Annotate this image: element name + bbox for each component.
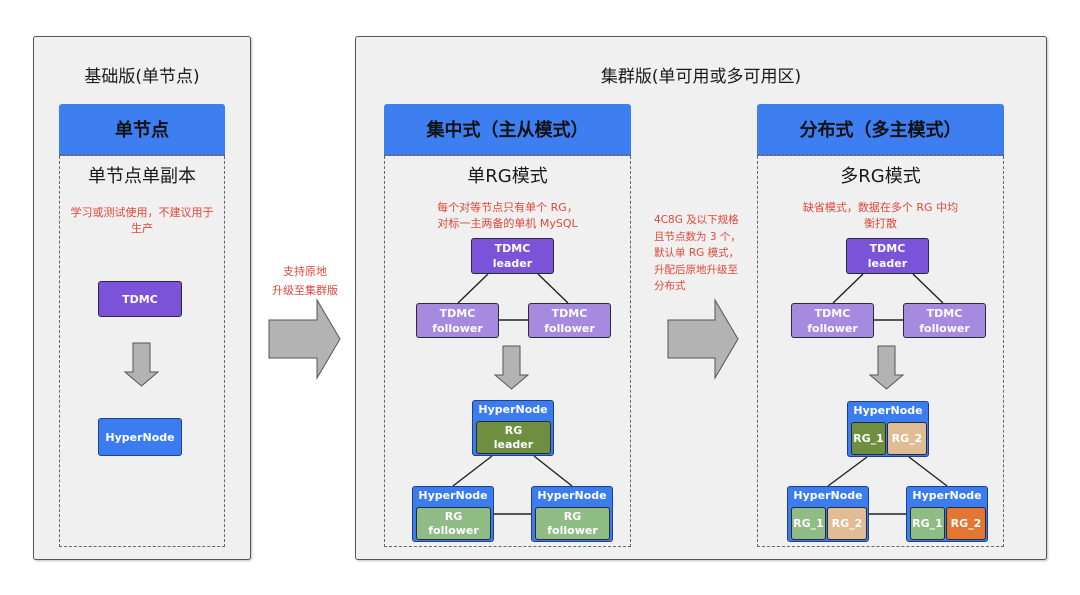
- rg2-label: RG_2: [831, 516, 863, 530]
- hypernode-bottom-left: HyperNode RG_1 RG_2: [787, 486, 869, 542]
- hypernode-label: HyperNode: [853, 404, 923, 417]
- hypernode-label: HyperNode: [912, 489, 982, 502]
- distributed-note-line2: 衡打散: [864, 217, 897, 230]
- connector-line: [912, 273, 944, 304]
- rg1-box: RG_1: [851, 422, 886, 455]
- hypernode-node: HyperNode: [98, 418, 182, 456]
- hypernode-label: HyperNode: [793, 489, 863, 502]
- single-node-header: 单节点: [59, 104, 225, 156]
- connector-line: [537, 273, 569, 304]
- tdmc-follower-node: TDMC follower: [528, 303, 611, 338]
- connector-line: [533, 455, 573, 487]
- connector-line: [457, 273, 489, 304]
- basic-note-line1: 学习或测试使用，不建议用于: [70, 206, 214, 219]
- rg-leader-line1: RG: [504, 423, 523, 437]
- rg-leader-box: RG leader: [476, 421, 551, 454]
- hypernode-top: HyperNode RG_1 RG_2: [847, 401, 929, 457]
- tdmc-label: TDMC: [122, 292, 158, 306]
- centralized-container: [384, 156, 631, 547]
- rg1-label: RG_1: [793, 516, 824, 530]
- centralized-note-line2: 对标一主两备的单机 MySQL: [437, 217, 578, 230]
- rg2-box: RG_2: [887, 422, 927, 455]
- connector-line: [832, 273, 864, 304]
- right-arrow-icon: [667, 298, 739, 380]
- upgrade-to-cluster-line2: 升级至集群版: [272, 284, 338, 297]
- tdmc-follower-line2: follower: [919, 321, 970, 335]
- hypernode-follower: HyperNode RG follower: [412, 486, 494, 542]
- upgrade-note-line: 4C8G 及以下规格: [654, 214, 739, 226]
- centralized-header: 集中式（主从模式）: [384, 104, 631, 156]
- distributed-note-line1: 缺省模式，数据在多个 RG 中均: [802, 201, 959, 214]
- tdmc-leader-node: TDMC leader: [846, 238, 929, 274]
- hypernode-leader: HyperNode RG leader: [472, 400, 554, 456]
- rg-follower-line2: follower: [547, 523, 598, 537]
- upgrade-note-line: 默认单 RG 模式，: [654, 247, 740, 259]
- rg2-box: RG_2: [827, 507, 867, 540]
- tdmc-follower-line2: follower: [432, 321, 483, 335]
- tdmc-leader-line1: TDMC: [869, 242, 906, 255]
- upgrade-to-distributed-note: 4C8G 及以下规格 且节点数为 3 个， 默认单 RG 模式， 升配后原地升级…: [654, 212, 754, 295]
- tdmc-follower-line2: follower: [544, 321, 595, 335]
- hypernode-label: HyperNode: [418, 489, 488, 502]
- tdmc-leader-line2: leader: [492, 257, 533, 270]
- tdmc-leader-line1: TDMC: [494, 242, 531, 255]
- tdmc-follower-line2: follower: [807, 321, 858, 335]
- centralized-note-line1: 每个对等节点只有单个 RG，: [437, 201, 578, 214]
- tdmc-node: TDMC: [98, 281, 182, 317]
- tdmc-follower-line1: TDMC: [926, 306, 963, 320]
- hypernode-label: HyperNode: [478, 403, 548, 416]
- tdmc-leader-node: TDMC leader: [471, 238, 554, 274]
- distributed-note: 缺省模式，数据在多个 RG 中均 衡打散: [757, 200, 1004, 232]
- down-arrow-icon: [493, 345, 530, 390]
- hypernode-bottom-right: HyperNode RG_1 RG_2: [906, 486, 988, 542]
- basic-note: 学习或测试使用，不建议用于 生产: [59, 205, 225, 237]
- rg1-label: RG_1: [853, 431, 884, 445]
- upgrade-note-line: 分布式: [654, 280, 686, 292]
- basic-note-line2: 生产: [131, 222, 153, 235]
- distributed-header: 分布式（多主模式）: [757, 104, 1004, 156]
- tdmc-follower-node: TDMC follower: [791, 303, 874, 338]
- upgrade-to-cluster-line1: 支持原地: [283, 265, 327, 278]
- rg-leader-line2: leader: [493, 437, 534, 451]
- tdmc-follower-line1: TDMC: [439, 306, 476, 320]
- hypernode-follower: HyperNode RG follower: [531, 486, 613, 542]
- tdmc-leader-line2: leader: [867, 257, 908, 270]
- rg-follower-box: RG follower: [416, 507, 491, 540]
- down-arrow-icon: [123, 342, 160, 387]
- upgrade-note-line: 且节点数为 3 个，: [654, 230, 741, 243]
- single-node-container: [59, 156, 225, 547]
- rg1-box: RG_1: [791, 507, 826, 540]
- tdmc-follower-line1: TDMC: [551, 306, 588, 320]
- tdmc-follower-node: TDMC follower: [416, 303, 499, 338]
- centralized-note: 每个对等节点只有单个 RG， 对标一主两备的单机 MySQL: [384, 200, 631, 232]
- cluster-edition-title: 集群版(单可用或多可用区): [600, 67, 802, 87]
- rg-follower-box: RG follower: [535, 507, 610, 540]
- rg2-label: RG_2: [891, 431, 923, 445]
- rg-follower-line1: RG: [444, 509, 463, 523]
- tdmc-follower-line1: TDMC: [814, 306, 851, 320]
- rg2-label: RG_2: [950, 516, 982, 530]
- basic-edition-title: 基础版(单节点): [84, 67, 200, 87]
- tdmc-follower-node: TDMC follower: [903, 303, 986, 338]
- rg2-box: RG_2: [946, 507, 986, 540]
- multi-rg-mode-title: 多RG模式: [840, 166, 921, 187]
- hypernode-label: HyperNode: [537, 489, 607, 502]
- distributed-container: [757, 156, 1004, 547]
- upgrade-note-line: 升配后原地升级至: [654, 263, 738, 276]
- right-arrow-icon: [268, 298, 341, 380]
- rg-follower-line2: follower: [428, 523, 479, 537]
- upgrade-to-cluster-note: 支持原地 升级至集群版: [255, 262, 355, 300]
- connector-line: [452, 455, 493, 487]
- connector-line: [827, 456, 868, 487]
- hypernode-label: HyperNode: [105, 430, 175, 444]
- rg-follower-line1: RG: [563, 509, 582, 523]
- rg1-box: RG_1: [910, 507, 945, 540]
- single-rg-mode-title: 单RG模式: [467, 166, 548, 187]
- rg1-label: RG_1: [912, 516, 943, 530]
- connector-line: [908, 456, 948, 487]
- single-node-mode-title: 单节点单副本: [88, 166, 196, 187]
- down-arrow-icon: [868, 345, 905, 390]
